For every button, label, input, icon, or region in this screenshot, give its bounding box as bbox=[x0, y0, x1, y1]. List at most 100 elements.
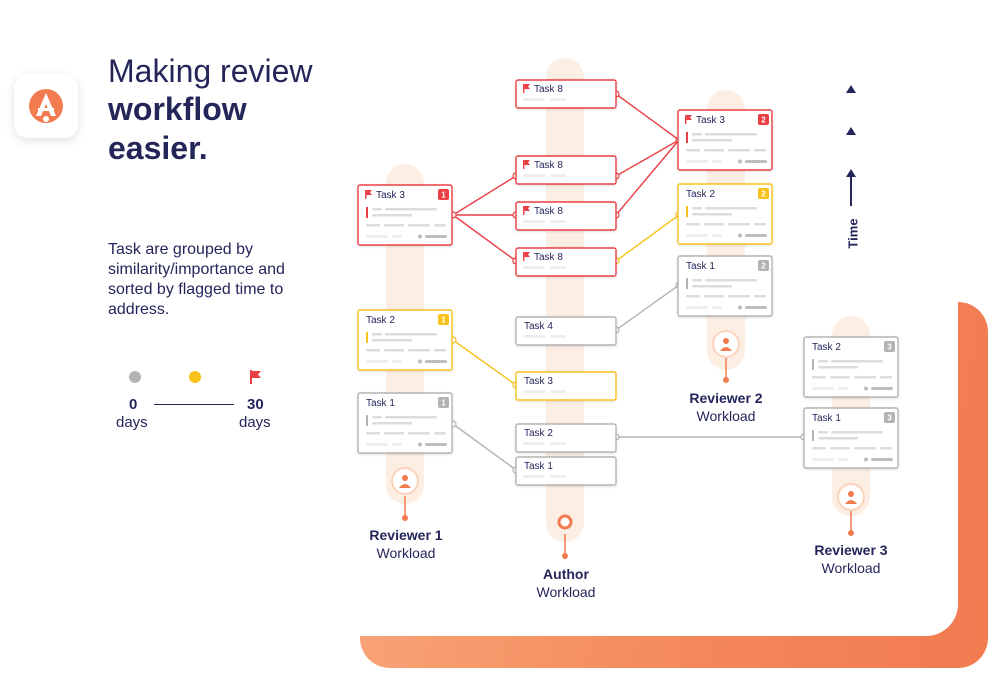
reviewer3-sub: Workload bbox=[821, 560, 881, 576]
legend-start-unit: days bbox=[116, 414, 148, 431]
reviewer1-sub: Workload bbox=[376, 545, 436, 561]
connector-r1-task3-a3 bbox=[452, 214, 517, 262]
arrow-up-icon bbox=[846, 169, 856, 177]
connector-r1-task1-a bbox=[452, 423, 517, 471]
reviewer-task-card[interactable]: Task 1 1 bbox=[357, 392, 453, 454]
count-badge-text: 1 bbox=[441, 399, 446, 408]
count-badge-text: 3 bbox=[887, 343, 892, 352]
author-task-box[interactable]: Task 2 bbox=[515, 423, 617, 453]
card-task-label: Task 2 bbox=[812, 342, 841, 353]
count-badge-text: 2 bbox=[761, 262, 766, 271]
time-axis bbox=[846, 85, 856, 206]
connector-a-r2-task2 bbox=[615, 214, 680, 262]
author-name: Author bbox=[543, 566, 589, 582]
page-title: Making review workflow easier. bbox=[108, 52, 313, 167]
author-task-box[interactable]: Task 4 bbox=[515, 316, 617, 346]
count-badge-text: 3 bbox=[887, 414, 892, 423]
reviewer3-name: Reviewer 3 bbox=[814, 542, 888, 558]
legend-gray-dot bbox=[129, 371, 141, 383]
connector-a-r2-task3-3 bbox=[615, 139, 680, 216]
flag-icon bbox=[523, 84, 530, 93]
reviewer-task-card[interactable]: Task 2 1 bbox=[357, 309, 453, 371]
author-node bbox=[557, 514, 573, 530]
count-badge bbox=[884, 341, 895, 352]
reviewer-task-card[interactable]: Task 2 2 bbox=[677, 183, 773, 245]
person-icon bbox=[845, 491, 857, 504]
reviewer1-label: Reviewer 1 Workload bbox=[326, 526, 486, 562]
connector-a-r2-task3-2 bbox=[615, 139, 680, 177]
person-icon bbox=[720, 338, 732, 351]
count-badge bbox=[884, 412, 895, 423]
legend-yellow-dot bbox=[189, 371, 201, 383]
card-task-label: Task 1 bbox=[812, 413, 841, 424]
author-task-label: Task 8 bbox=[534, 206, 563, 217]
arrow-up-icon bbox=[846, 127, 856, 135]
author-task-label: Task 3 bbox=[524, 376, 553, 387]
author-task-label: Task 8 bbox=[534, 84, 563, 95]
author-task-label: Task 4 bbox=[524, 321, 553, 332]
connector-a-r2-task3-1 bbox=[615, 93, 680, 141]
author-label: Author Workload bbox=[486, 565, 646, 601]
person-icon bbox=[399, 475, 411, 488]
reviewer2-label: Reviewer 2 Workload bbox=[646, 389, 806, 425]
author-sub: Workload bbox=[536, 584, 596, 600]
count-badge bbox=[758, 260, 769, 271]
count-badge bbox=[438, 314, 449, 325]
reviewer-task-card[interactable]: Task 1 2 bbox=[677, 255, 773, 317]
author-task-box[interactable]: Task 8 bbox=[515, 201, 617, 231]
author-task-label: Task 8 bbox=[534, 160, 563, 171]
card-task-label: Task 2 bbox=[686, 189, 715, 200]
card-task-label: Task 3 bbox=[376, 190, 405, 201]
count-badge bbox=[438, 189, 449, 200]
reviewer2-name: Reviewer 2 bbox=[689, 390, 763, 406]
reviewer3-label: Reviewer 3 Workload bbox=[771, 541, 931, 577]
flag-icon bbox=[685, 115, 692, 124]
time-axis-label: Time bbox=[845, 218, 861, 249]
reviewer-task-card[interactable]: Task 3 1 bbox=[357, 184, 453, 246]
logo-icon bbox=[29, 89, 63, 123]
count-badge bbox=[438, 397, 449, 408]
card-task-label: Task 1 bbox=[686, 261, 715, 272]
legend-start-value: 0 bbox=[129, 396, 138, 413]
author-task-box[interactable]: Task 1 bbox=[515, 456, 617, 486]
author-task-box[interactable]: Task 3 bbox=[515, 371, 617, 401]
author-task-label: Task 8 bbox=[534, 252, 563, 263]
arrow-up-icon bbox=[846, 85, 856, 93]
author-task-box[interactable]: Task 8 bbox=[515, 247, 617, 277]
reviewer-task-card[interactable]: Task 2 3 bbox=[803, 336, 899, 398]
count-badge bbox=[758, 188, 769, 199]
reviewer2-sub: Workload bbox=[696, 408, 756, 424]
author-task-box[interactable]: Task 8 bbox=[515, 79, 617, 109]
connector-a-r2-task1 bbox=[615, 284, 680, 331]
author-task-label: Task 2 bbox=[524, 428, 553, 439]
count-badge bbox=[758, 114, 769, 125]
legend-range-line bbox=[154, 404, 234, 405]
author-task-label: Task 1 bbox=[524, 461, 553, 472]
count-badge-text: 1 bbox=[441, 316, 446, 325]
legend-end-unit: days bbox=[239, 414, 271, 431]
title-line-3: easier. bbox=[108, 129, 208, 166]
connector-r1-task3-a1 bbox=[452, 175, 517, 216]
author-task-box[interactable]: Task 8 bbox=[515, 155, 617, 185]
card-task-label: Task 2 bbox=[366, 315, 395, 326]
reviewer-task-card[interactable]: Task 1 3 bbox=[803, 407, 899, 469]
count-badge-text: 1 bbox=[441, 191, 446, 200]
card-task-label: Task 1 bbox=[366, 398, 395, 409]
description: Task are grouped by similarity/importanc… bbox=[108, 241, 285, 318]
flag-icon bbox=[523, 160, 530, 169]
flag-icon bbox=[523, 252, 530, 261]
legend-flag-icon bbox=[250, 370, 261, 384]
app-logo bbox=[14, 74, 78, 138]
legend-end-value: 30 bbox=[247, 396, 264, 413]
title-line-1: Making review bbox=[108, 53, 313, 89]
card-task-label: Task 3 bbox=[696, 115, 725, 126]
count-badge-text: 2 bbox=[761, 116, 766, 125]
reviewer1-name: Reviewer 1 bbox=[369, 527, 443, 543]
flag-icon bbox=[523, 206, 530, 215]
flag-icon bbox=[365, 190, 372, 199]
reviewer-task-card[interactable]: Task 3 2 bbox=[677, 109, 773, 171]
title-line-2: workflow bbox=[108, 91, 247, 128]
count-badge-text: 2 bbox=[761, 190, 766, 199]
connector-r1-task2-a bbox=[452, 339, 517, 386]
